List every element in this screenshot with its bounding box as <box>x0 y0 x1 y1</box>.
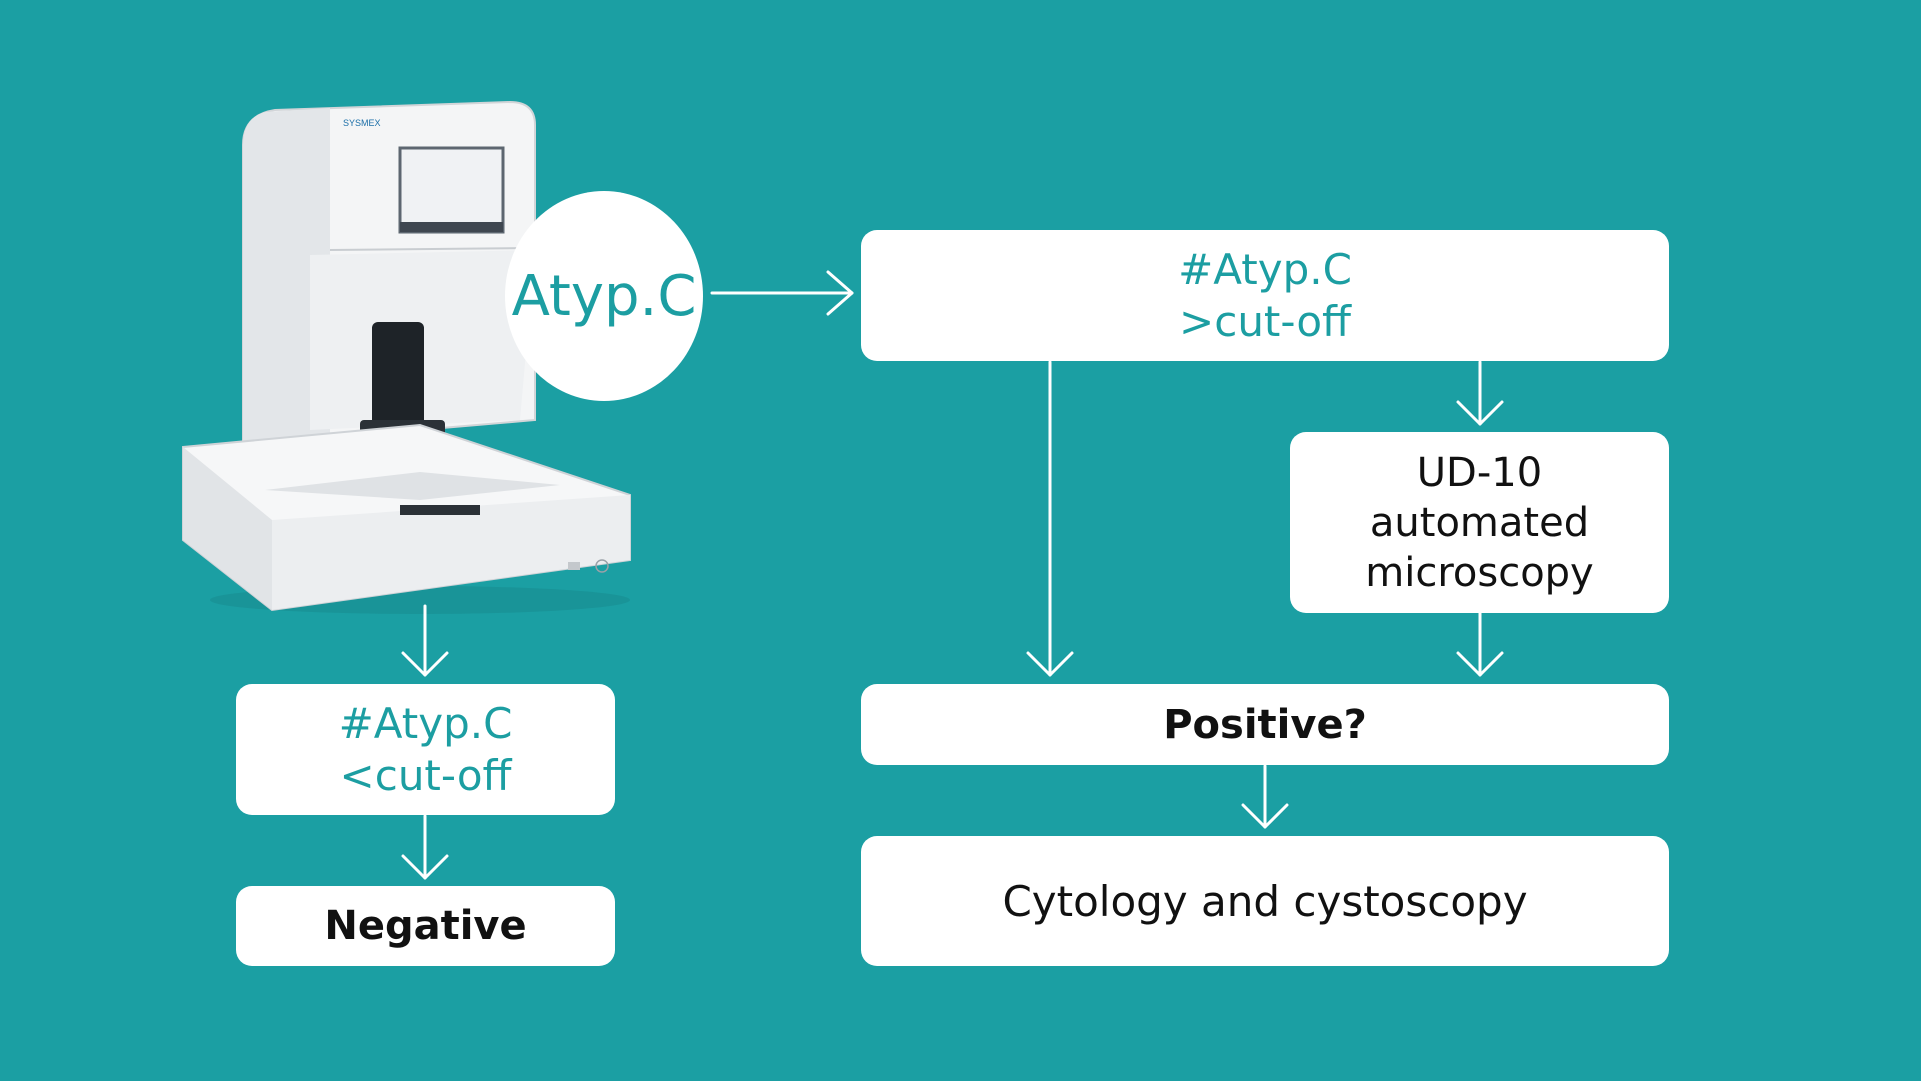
arrow-above-cutoff-to-microscopy <box>1456 360 1504 426</box>
arrow-microscopy-to-decision <box>1456 611 1504 677</box>
arrow-below-cutoff-to-negative <box>401 814 449 880</box>
microscopy-line1: UD-10 <box>1416 449 1543 496</box>
arrow-decision-to-followup <box>1241 764 1289 829</box>
microscopy-box: UD-10 automated microscopy <box>1290 432 1669 613</box>
positive-decision-box: Positive? <box>861 684 1669 765</box>
below-cutoff-box: #Atyp.C <cut-off <box>236 684 615 815</box>
above-cutoff-box: #Atyp.C >cut-off <box>861 230 1669 361</box>
above-cutoff-line2: >cut-off <box>1179 296 1351 346</box>
below-cutoff-line2: <cut-off <box>339 750 512 800</box>
arrow-device-to-below-cutoff <box>401 604 449 677</box>
followup-label: Cytology and cystoscopy <box>1002 876 1528 926</box>
arrow-circle-to-above-cutoff <box>710 270 854 316</box>
negative-box: Negative <box>236 886 615 966</box>
device-brand-label: SYSMEX <box>343 118 381 128</box>
atyp-c-flag-circle: Atyp.C <box>505 191 703 401</box>
microscopy-line2: automated <box>1369 499 1590 546</box>
arrow-above-cutoff-to-decision <box>1026 360 1074 677</box>
above-cutoff-line1: #Atyp.C <box>1178 244 1352 294</box>
below-cutoff-line1: #Atyp.C <box>338 698 513 748</box>
positive-decision-label: Positive? <box>1163 701 1367 748</box>
followup-box: Cytology and cystoscopy <box>861 836 1669 966</box>
negative-label: Negative <box>324 903 527 949</box>
microscopy-line3: microscopy <box>1365 549 1594 596</box>
atyp-c-flag-label: Atyp.C <box>511 263 697 329</box>
